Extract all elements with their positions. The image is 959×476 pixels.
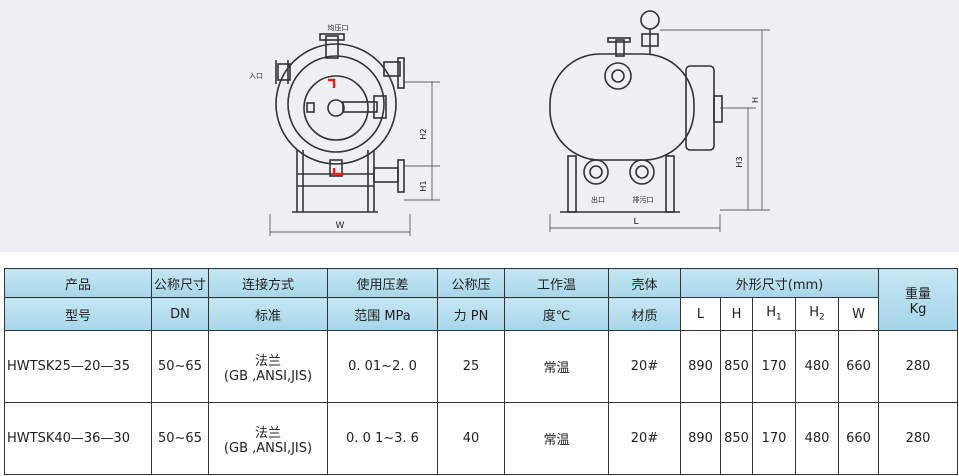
dim-l-label: L <box>633 217 638 227</box>
cell-pn: 40 <box>437 402 505 475</box>
cell-h1: 170 <box>752 402 796 475</box>
cell-l: 890 <box>680 402 721 475</box>
col-standard: 标准 <box>208 297 328 331</box>
col-range-mpa: 范围 MPa <box>327 297 438 331</box>
dim-h3-label: H3 <box>735 156 744 167</box>
col-work-temp: 工作温 <box>504 268 609 298</box>
weight-label: 重量 <box>905 286 932 302</box>
cell-dn: 50~65 <box>151 402 209 475</box>
col-dim-w: W <box>837 297 880 331</box>
technical-drawing-panel: 均压口 入口 W H2 H1 出口 排污口 L H H3 <box>0 0 959 252</box>
drain-label: 排污口 <box>633 195 654 204</box>
cell-connection: 法兰(GB ,ANSI,JIS) <box>208 330 328 403</box>
dim-h1-label: H1 <box>419 180 428 191</box>
cell-pn: 25 <box>437 330 505 403</box>
cell-w: 660 <box>837 402 880 475</box>
dim-h2-sub: 2 <box>819 312 825 323</box>
table-row: HWTSK40—36—30 50~65 法兰(GB ,ANSI,JIS) 0. … <box>4 402 959 475</box>
cell-model: HWTSK25—20—35 <box>4 330 152 403</box>
inlet-label: 入口 <box>249 72 263 80</box>
weight-unit: Kg <box>909 301 927 317</box>
spec-table: 产品 公称尺寸 连接方式 使用压差 公称压 工作温 壳体 外形尺寸(mm) 重量… <box>4 268 959 475</box>
cell-h: 850 <box>720 402 753 475</box>
side-view <box>549 10 723 213</box>
col-dim-l: L <box>680 297 721 331</box>
cell-h2: 480 <box>795 330 839 403</box>
cell-temp: 常温 <box>504 330 609 403</box>
cell-weight: 280 <box>878 330 959 403</box>
cell-material: 20# <box>608 402 681 475</box>
technical-drawing: 均压口 入口 W H2 H1 出口 排污口 L H H3 <box>249 10 770 236</box>
col-product: 产品 <box>4 268 152 298</box>
cell-h1: 170 <box>752 330 796 403</box>
col-dim-h2: H2 <box>795 297 839 331</box>
col-outer-dims: 外形尺寸(mm) <box>679 268 880 298</box>
dim-h2-letter: H <box>809 305 820 321</box>
connection-standard: (GB ,ANSI,JIS) <box>223 368 313 384</box>
dim-h1-letter: H <box>766 305 777 321</box>
col-dim-h1: H1 <box>752 297 796 331</box>
connection-type: 法兰 <box>254 425 281 441</box>
cell-connection: 法兰(GB ,ANSI,JIS) <box>208 402 328 475</box>
dim-h2-label: H2 <box>419 128 428 139</box>
outlet-label: 出口 <box>591 195 605 204</box>
dim-h-label: H <box>751 97 760 103</box>
col-model: 型号 <box>4 297 152 331</box>
table-row: HWTSK25—20—35 50~65 法兰(GB ,ANSI,JIS) 0. … <box>4 330 959 403</box>
cell-h2: 480 <box>795 402 839 475</box>
cell-h: 850 <box>720 330 753 403</box>
col-nominal-size: 公称尺寸 <box>151 268 209 298</box>
header-row-2: 型号 DN 标准 范围 MPa 力 PN 度℃ 材质 L H H1 H2 W <box>4 297 958 331</box>
cell-temp: 常温 <box>504 402 609 475</box>
pressure-inlet-label: 均压口 <box>328 23 349 32</box>
connection-type: 法兰 <box>254 353 281 369</box>
col-degree: 度℃ <box>504 297 609 331</box>
cell-weight: 280 <box>878 402 959 475</box>
col-nominal-pressure: 公称压 <box>437 268 505 298</box>
header-row-1: 产品 公称尺寸 连接方式 使用压差 公称压 工作温 壳体 外形尺寸(mm) 重量… <box>4 268 959 331</box>
cell-material: 20# <box>608 330 681 403</box>
cell-pressure-range: 0. 0 1~3. 6 <box>327 402 438 475</box>
col-pressure-diff: 使用压差 <box>327 268 438 298</box>
cell-pressure-range: 0. 01~2. 0 <box>327 330 438 403</box>
cell-w: 660 <box>837 330 880 403</box>
col-dn: DN <box>151 297 209 331</box>
cell-dn: 50~65 <box>151 330 209 403</box>
col-shell: 壳体 <box>608 268 681 298</box>
cell-l: 890 <box>680 330 721 403</box>
dim-w-label: W <box>336 221 345 231</box>
col-pn: 力 PN <box>437 297 505 331</box>
col-connection: 连接方式 <box>208 268 328 298</box>
col-dim-h: H <box>720 297 753 331</box>
col-material: 材质 <box>608 297 681 331</box>
dim-h1-sub: 1 <box>776 312 782 323</box>
front-view <box>275 33 405 213</box>
connection-standard: (GB ,ANSI,JIS) <box>223 440 313 456</box>
cell-model: HWTSK40—36—30 <box>4 402 152 475</box>
